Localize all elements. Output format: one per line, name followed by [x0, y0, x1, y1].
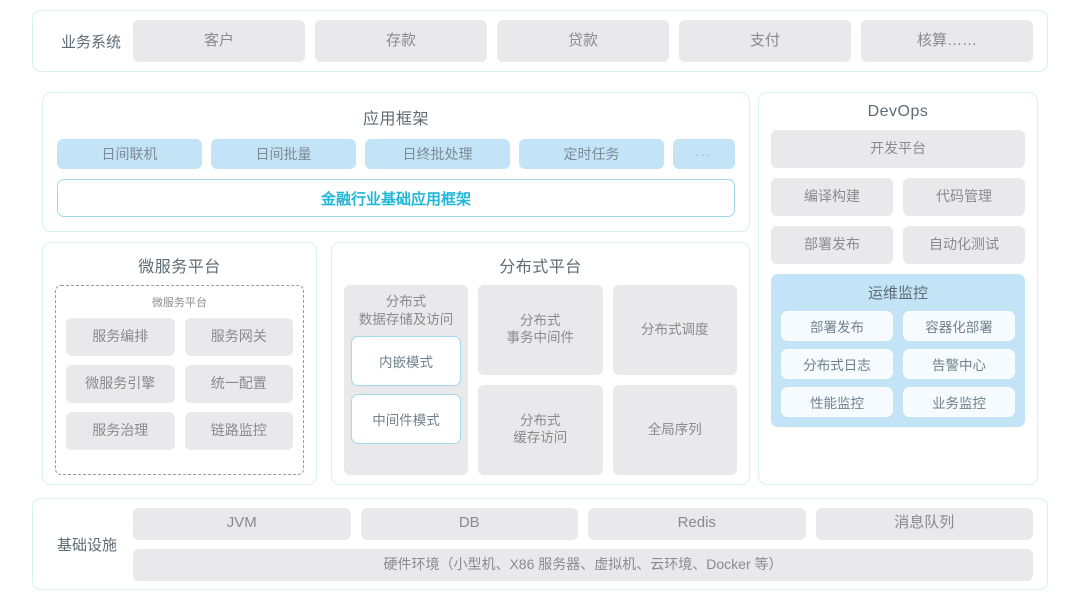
- distributed-platform-panel: 分布式平台 分布式数据存储及访问 内嵌模式 中间件模式 分布式事务中间件 分布式…: [331, 242, 750, 485]
- dist-item-scheduling[interactable]: 分布式调度: [612, 285, 737, 375]
- microservice-items-grid: 服务编排 服务网关 微服务引擎 统一配置 服务治理 链路监控: [66, 318, 293, 450]
- infra-item-db[interactable]: DB: [360, 507, 578, 540]
- right-column: DevOps 开发平台 编译构建 代码管理 部署发布 自动化测试 运维监控 部署…: [758, 92, 1038, 485]
- ops-monitoring-title: 运维监控: [867, 285, 928, 302]
- ms-item-service-governance[interactable]: 服务治理: [66, 412, 175, 450]
- storage-mode-middleware[interactable]: 中间件模式: [351, 394, 461, 445]
- devops-item-code-management[interactable]: 代码管理: [903, 178, 1025, 216]
- business-system-row: 业务系统 客户 存款 贷款 支付 核算……: [32, 10, 1048, 72]
- devops-title: DevOps: [867, 103, 929, 120]
- business-system-cells: 客户 存款 贷款 支付 核算……: [133, 20, 1033, 62]
- devops-item-deploy-release[interactable]: 部署发布: [771, 226, 893, 264]
- devops-item-compile-build[interactable]: 编译构建: [771, 178, 893, 216]
- dist-item-transaction-middleware[interactable]: 分布式事务中间件: [478, 285, 603, 375]
- infra-item-jvm[interactable]: JVM: [133, 507, 351, 540]
- ms-item-microservice-engine[interactable]: 微服务引擎: [66, 365, 175, 403]
- ops-item-business-monitoring[interactable]: 业务监控: [903, 387, 1015, 417]
- infra-item-redis[interactable]: Redis: [588, 507, 806, 540]
- business-item-deposit[interactable]: 存款: [315, 20, 487, 62]
- ops-monitoring-grid: 部署发布 容器化部署 分布式日志 告警中心 性能监控 业务监控: [781, 311, 1015, 417]
- devops-panel: DevOps 开发平台 编译构建 代码管理 部署发布 自动化测试 运维监控 部署…: [758, 92, 1038, 485]
- middle-area: 应用框架 日间联机 日间批量 日终批处理 定时任务 ... 金融行业基础应用框架…: [32, 82, 1048, 492]
- microservice-dashed-group: 微服务平台 服务编排 服务网关 微服务引擎 统一配置 服务治理 链路监控: [55, 285, 304, 475]
- chip-daytime-batch[interactable]: 日间批量: [211, 139, 356, 169]
- business-system-label: 业务系统: [61, 33, 122, 51]
- devops-pair-2: 部署发布 自动化测试: [771, 226, 1025, 264]
- business-item-loan[interactable]: 贷款: [497, 20, 669, 62]
- distributed-platform-title: 分布式平台: [499, 259, 582, 276]
- microservice-platform-panel: 微服务平台 微服务平台 服务编排 服务网关 微服务引擎 统一配置 服务治理 链路…: [42, 242, 317, 485]
- infra-item-message-queue[interactable]: 消息队列: [815, 507, 1033, 540]
- microservice-inner-title: 微服务平台: [152, 297, 207, 309]
- application-framework-title: 应用框架: [362, 111, 429, 128]
- storage-mode-embedded[interactable]: 内嵌模式: [351, 336, 461, 387]
- dist-item-global-sequence[interactable]: 全局序列: [612, 385, 737, 475]
- infrastructure-row: 基础设施 JVM DB Redis 消息队列 硬件环境（小型机、X86 服务器、…: [32, 498, 1048, 590]
- ops-item-performance-monitoring[interactable]: 性能监控: [781, 387, 893, 417]
- chip-more[interactable]: ...: [673, 139, 735, 169]
- devops-item-automated-testing[interactable]: 自动化测试: [903, 226, 1025, 264]
- distributed-body: 分布式数据存储及访问 内嵌模式 中间件模式 分布式事务中间件 分布式调度 分布式…: [344, 285, 737, 475]
- ops-item-distributed-logs[interactable]: 分布式日志: [781, 349, 893, 379]
- ops-item-containerized-deploy[interactable]: 容器化部署: [903, 311, 1015, 341]
- application-framework-panel: 应用框架 日间联机 日间批量 日终批处理 定时任务 ... 金融行业基础应用框架: [42, 92, 750, 232]
- infrastructure-label: 基础设施: [57, 536, 118, 554]
- distributed-cells: 分布式事务中间件 分布式调度 分布式缓存访问 全局序列: [478, 285, 737, 475]
- infrastructure-cells: JVM DB Redis 消息队列: [133, 507, 1033, 540]
- ms-item-service-gateway[interactable]: 服务网关: [184, 318, 293, 356]
- infrastructure-stack: JVM DB Redis 消息队列 硬件环境（小型机、X86 服务器、虚拟机、云…: [133, 507, 1033, 581]
- ms-item-service-orchestration[interactable]: 服务编排: [66, 318, 175, 356]
- ms-item-unified-config[interactable]: 统一配置: [184, 365, 293, 403]
- business-item-accounting[interactable]: 核算……: [861, 20, 1033, 62]
- left-column: 应用框架 日间联机 日间批量 日终批处理 定时任务 ... 金融行业基础应用框架…: [42, 92, 750, 485]
- business-item-payment[interactable]: 支付: [679, 20, 851, 62]
- chip-eod-batch[interactable]: 日终批处理: [365, 139, 510, 169]
- chip-daytime-online[interactable]: 日间联机: [57, 139, 202, 169]
- devops-pair-1: 编译构建 代码管理: [771, 178, 1025, 216]
- chip-scheduled-task[interactable]: 定时任务: [519, 139, 664, 169]
- ops-monitoring-group: 运维监控 部署发布 容器化部署 分布式日志 告警中心 性能监控 业务监控: [771, 274, 1025, 427]
- devops-item-dev-platform[interactable]: 开发平台: [771, 130, 1025, 168]
- ops-item-alert-center[interactable]: 告警中心: [903, 349, 1015, 379]
- business-item-customer[interactable]: 客户: [133, 20, 305, 62]
- infra-item-hardware-environment[interactable]: 硬件环境（小型机、X86 服务器、虚拟机、云环境、Docker 等）: [133, 548, 1033, 581]
- ops-item-deploy-release[interactable]: 部署发布: [781, 311, 893, 341]
- microservice-platform-title: 微服务平台: [138, 259, 221, 276]
- distributed-storage-label: 分布式数据存储及访问: [358, 294, 454, 327]
- financial-base-framework-bar[interactable]: 金融行业基础应用框架: [57, 179, 735, 217]
- ms-item-link-monitoring[interactable]: 链路监控: [184, 412, 293, 450]
- application-framework-chips: 日间联机 日间批量 日终批处理 定时任务 ...: [57, 139, 735, 169]
- dist-item-cache-access[interactable]: 分布式缓存访问: [478, 385, 603, 475]
- distributed-storage-group[interactable]: 分布式数据存储及访问 内嵌模式 中间件模式: [344, 285, 468, 475]
